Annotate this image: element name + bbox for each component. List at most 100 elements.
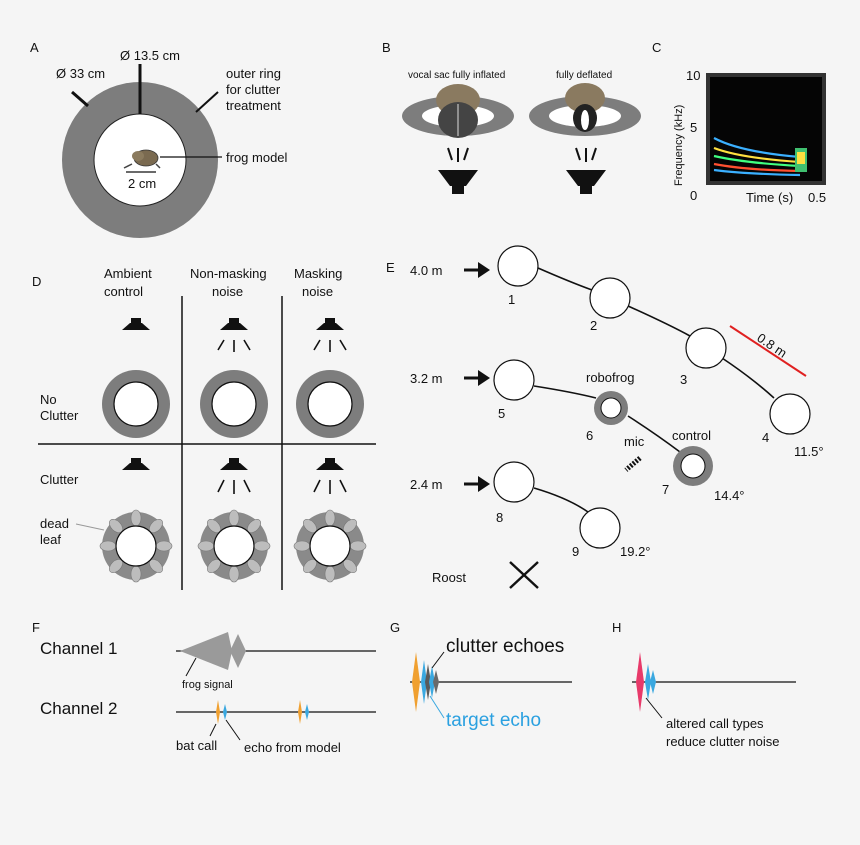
panel-b: B vocal sac fully inflated fully deflate… [382,40,641,194]
position-number-6: 6 [586,428,593,443]
position-9 [579,507,621,549]
distance-label-1: 4.0 m [410,263,443,278]
position-number-2: 2 [590,318,597,333]
frog-model-icon [123,149,161,169]
arena-ring [296,370,364,438]
speaker-icon [220,458,248,470]
panel-e-letter: E [386,260,395,275]
channel-1-label: Channel 1 [40,639,118,658]
mic-label: mic [624,434,645,449]
panel-d-letter: D [32,274,41,289]
arena-ring [200,370,268,438]
outer-diameter-label: Ø 33 cm [56,66,105,81]
distance-label-2: 3.2 m [410,371,443,386]
arena-ring [102,370,170,438]
speaker-icon [122,318,150,330]
col-label-ambient: Ambient [104,266,152,281]
frog-signal-label: frog signal [182,679,233,691]
panel-g-letter: G [390,620,400,635]
position-8 [493,461,535,503]
robofrog-deflated [529,83,641,136]
position-4 [769,393,811,435]
panel-c: C 10 5 0 Frequency (kHz) Time (s) 0.5 [652,40,826,205]
leaf-label-leaf: leaf [40,532,61,547]
panel-g: G clutter echoes target echo [390,620,572,731]
col-label-noise: noise [212,284,243,299]
position-number-1: 1 [508,292,515,307]
panel-a: A Ø 33 cm Ø 13.5 cm outer ring for clutt… [30,40,288,238]
frog-model-label: frog model [226,150,288,165]
position-number-5: 5 [498,406,505,421]
panel-e: E 0.8 m 4.0 m 3.2 m 2.4 m 1 2 3 [386,245,824,589]
col-label-nonmasking: Non-masking [190,266,267,281]
microphone-icon [624,456,642,472]
ring-label-2: for clutter [226,82,281,97]
distance-label-3: 2.4 m [410,477,443,492]
inflated-label: vocal sac fully inflated [408,70,505,81]
leaf-label-dead: dead [40,516,69,531]
panel-d: D Ambient control Non-masking noise Mask… [32,266,376,590]
position-number-3: 3 [680,372,687,387]
speaker-icon [122,458,150,470]
y-tick-10: 10 [686,68,700,83]
control-label: control [672,428,711,443]
position-5 [493,359,535,401]
angle-label-1: 11.5° [794,444,824,459]
position-number-4: 4 [762,430,769,445]
leaf-clutter-ring [99,509,173,583]
position-number-8: 8 [496,510,503,525]
x-axis-label: Time (s) [746,190,793,205]
bat-call-label: bat call [176,738,217,753]
col-label-control: control [104,284,143,299]
ring-label-3: treatment [226,98,281,113]
y-tick-5: 5 [690,120,697,135]
clutter-echo-waveform [421,660,439,704]
panel-c-letter: C [652,40,661,55]
panel-h: H altered call types reduce clutter nois… [612,620,796,749]
clutter-echoes-label: clutter echoes [446,636,564,657]
spacing-line [729,325,807,377]
position-7-control [673,446,713,486]
scale-bar-label: 2 cm [128,176,156,191]
spacing-label: 0.8 m [754,330,789,361]
speaker-icon [438,170,478,194]
altered-caption-2: reduce clutter noise [666,734,779,749]
panel-f-letter: F [32,620,40,635]
row-label-no: No [40,392,57,407]
position-1 [497,245,539,287]
robofrog-inflated [402,84,514,138]
ring-label-1: outer ring [226,66,281,81]
echo-waveform [223,704,309,720]
channel-2-label: Channel 2 [40,699,118,718]
angle-label-3: 19.2° [620,544,651,559]
arrow-icon [464,370,490,386]
frog-signal-waveform [180,632,246,670]
speaker-icon [566,170,606,194]
inner-diameter-label: Ø 13.5 cm [120,48,180,63]
bat-call-waveform [216,700,302,724]
speaker-icon [220,318,248,330]
position-6-robofrog [594,391,628,425]
arrow-icon [464,262,490,278]
leaf-clutter-ring [197,509,271,583]
target-echo-label: target echo [446,710,541,731]
altered-call-waveform [636,652,656,712]
robofrog-label: robofrog [586,370,634,385]
angle-label-2: 14.4° [714,488,745,503]
position-2 [589,277,631,319]
leaf-clutter-ring [293,509,367,583]
echo-model-label: echo from model [244,740,341,755]
speaker-icon [316,318,344,330]
bat-call-waveform [412,652,420,712]
panel-a-letter: A [30,40,39,55]
y-tick-0: 0 [690,188,697,203]
x-tick-end: 0.5 [808,190,826,205]
panel-b-letter: B [382,40,391,55]
col-label-masking: Masking [294,266,342,281]
roost-label: Roost [432,570,466,585]
col-label-noise-2: noise [302,284,333,299]
row-label-clutter-2: Clutter [40,472,79,487]
panel-h-letter: H [612,620,621,635]
row-label-clutter: Clutter [40,408,79,423]
